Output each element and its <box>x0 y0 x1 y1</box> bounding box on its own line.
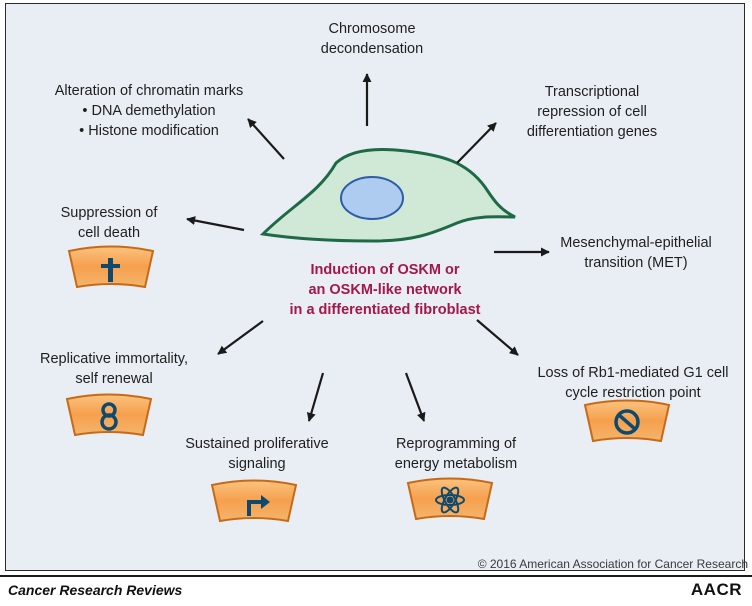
label-line: Loss of Rb1-mediated G1 cell <box>537 365 729 381</box>
footer-bar: Cancer Research Reviews AACR <box>0 575 752 606</box>
label-line: repression of cell <box>537 104 647 120</box>
arrow-transcriptional <box>456 122 497 164</box>
label-line: transition (MET) <box>584 255 688 271</box>
label-chromatin: Alteration of chromatin marks • DNA deme… <box>25 81 273 141</box>
label-line: Mesenchymal-epithelial <box>560 235 712 251</box>
badge-proliferative <box>210 479 298 523</box>
copyright-notice: © 2016 American Association for Cancer R… <box>477 557 748 571</box>
badge-metabolism <box>406 477 494 521</box>
cell-nucleus <box>340 176 404 220</box>
infinity-eight-icon <box>100 402 118 431</box>
label-rb1: Loss of Rb1-mediated G1 cell cycle restr… <box>525 363 741 403</box>
publisher-logo: AACR <box>690 580 742 599</box>
label-chromosome: Chromosome decondensation <box>302 19 442 59</box>
badge-immortality <box>65 393 153 437</box>
label-line: differentiation genes <box>526 124 658 140</box>
arrow-immortality <box>217 320 264 355</box>
label-immortality: Replicative immortality, self renewal <box>16 349 212 389</box>
arrow-chromatin <box>247 118 285 160</box>
diagram-panel: Chromosome decondensation Alteration of … <box>5 3 748 571</box>
label-line: decondensation <box>320 41 424 57</box>
center-line: an OSKM-like network <box>308 282 462 298</box>
arrow-rb1 <box>476 319 519 356</box>
label-line: Sustained proliferative <box>185 436 329 452</box>
label-line: Alteration of chromatin marks <box>54 83 244 99</box>
arrow-proliferative <box>306 372 325 422</box>
label-line: Replicative immortality, <box>40 351 188 367</box>
label-line: • DNA demethylation <box>82 103 216 119</box>
label-line: self renewal <box>75 371 153 387</box>
label-line: cell death <box>77 225 141 241</box>
center-line: Induction of OSKM or <box>310 262 460 278</box>
arrow-metabolism <box>404 372 426 422</box>
diagram-canvas <box>65 73 671 523</box>
label-line: signaling <box>228 456 286 472</box>
label-cell-death: Suppression of cell death <box>44 203 174 243</box>
label-line: • Histone modification <box>79 123 219 139</box>
arrow-cell-death <box>186 216 245 232</box>
label-line: Suppression of <box>60 205 158 221</box>
bent-arrow-icon <box>247 495 270 516</box>
prohibition-icon <box>614 409 640 435</box>
badge-cell-death <box>67 245 155 289</box>
label-line: cycle restriction point <box>565 385 701 401</box>
label-line: Reprogramming of <box>395 436 517 452</box>
journal-title: Cancer Research Reviews <box>8 582 183 598</box>
label-met: Mesenchymal-epithelial transition (MET) <box>546 233 726 273</box>
label-line: energy metabolism <box>394 456 518 472</box>
center-caption: Induction of OSKM or an OSKM-like networ… <box>272 260 498 320</box>
atom-icon <box>435 486 465 514</box>
label-line: Transcriptional <box>544 84 640 100</box>
badge-rb1 <box>583 399 671 443</box>
label-line: Chromosome <box>328 21 416 37</box>
label-metabolism: Reprogramming of energy metabolism <box>378 434 534 474</box>
label-transcriptional: Transcriptional repression of cell diffe… <box>507 82 677 142</box>
dagger-icon <box>101 258 120 282</box>
center-line: in a differentiated fibroblast <box>289 302 481 318</box>
label-proliferative: Sustained proliferative signaling <box>173 434 341 474</box>
